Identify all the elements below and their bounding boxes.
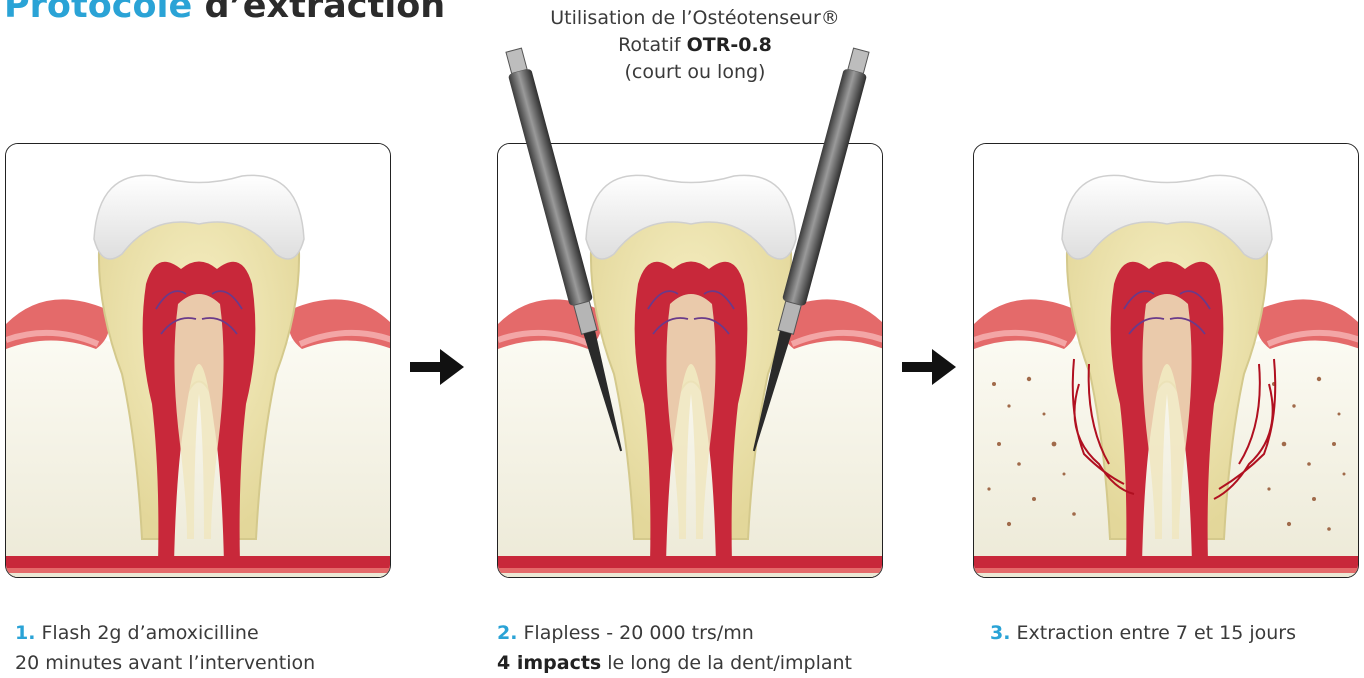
panel-step-1 bbox=[5, 143, 391, 578]
step-text: Extraction entre 7 et 15 jours bbox=[1017, 622, 1297, 644]
step-3-caption: 3. Extraction entre 7 et 15 jours bbox=[990, 618, 1296, 648]
step-number: 1. bbox=[15, 622, 35, 644]
step-text: 20 minutes avant l’intervention bbox=[15, 648, 315, 678]
arrow-right-icon bbox=[902, 347, 958, 391]
step-2-caption: 2. Flapless - 20 000 trs/mn 4 impacts le… bbox=[497, 618, 852, 678]
step-text: le long de la dent/implant bbox=[607, 652, 852, 674]
step-text: Flash 2g d’amoxicilline bbox=[42, 622, 259, 644]
step-number: 3. bbox=[990, 622, 1010, 644]
osteotensor-drill-icon bbox=[495, 45, 635, 475]
page-title: Protocole d’extraction bbox=[4, 0, 445, 26]
panel-step-3 bbox=[973, 143, 1359, 578]
title-accent: Protocole bbox=[4, 0, 192, 26]
tooth-cross-section-icon bbox=[974, 144, 1359, 578]
arrow-right-icon bbox=[410, 347, 466, 391]
step-highlight: 4 impacts bbox=[497, 652, 601, 674]
title-rest: d’extraction bbox=[204, 0, 445, 26]
tooth-cross-section-icon bbox=[6, 144, 391, 578]
tool-caption-line1: Utilisation de l’Ostéotenseur® bbox=[505, 5, 885, 32]
step-1-caption: 1. Flash 2g d’amoxicilline 20 minutes av… bbox=[15, 618, 315, 678]
step-text: Flapless - 20 000 trs/mn bbox=[524, 622, 754, 644]
step-number: 2. bbox=[497, 622, 517, 644]
osteotensor-drill-icon bbox=[750, 45, 890, 475]
